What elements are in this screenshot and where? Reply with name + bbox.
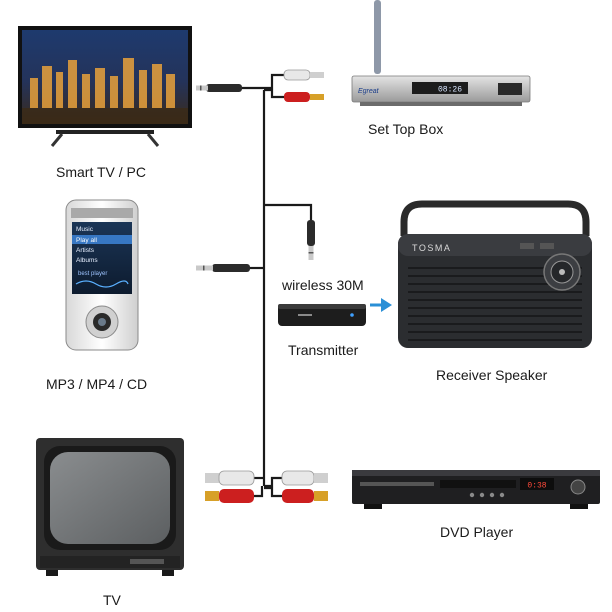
signal-arrow-icon: [370, 298, 392, 312]
phone-menu-item: Play all: [76, 237, 98, 244]
set-top-box-brand: Egreat: [358, 88, 380, 95]
cable-dvd-white: [264, 476, 282, 488]
speaker-brand: TOSMA: [412, 243, 451, 253]
dvd-display: 0:38: [527, 482, 546, 491]
transmitter-icon: [278, 304, 366, 326]
cable-transmitter: [264, 203, 313, 222]
range-annotation: wireless 30M: [282, 277, 364, 293]
rca-plugs-set-top-box: [283, 69, 324, 102]
receiver-speaker-icon: TOSMA: [398, 200, 592, 348]
dvd-player-label: DVD Player: [440, 524, 514, 540]
smart-tv-icon: [18, 26, 192, 147]
phone-status: best player: [78, 271, 107, 277]
phone-menu-item: Albums: [76, 257, 98, 264]
mp3-player-label: MP3 / MP4 / CD: [46, 376, 148, 392]
smart-tv-label: Smart TV / PC: [56, 164, 146, 180]
rca-plugs-tv: [205, 470, 255, 503]
transmitter-label: Transmitter: [288, 342, 359, 358]
cable-stb-red: [264, 88, 284, 99]
audio-jack-tv: [196, 84, 242, 92]
phone-menu-item: Music: [76, 226, 94, 233]
set-top-box-icon: Egreat 08:26: [351, 0, 531, 106]
receiver-speaker-label: Receiver Speaker: [436, 367, 548, 383]
cable-tv-red: [254, 486, 264, 498]
set-top-box-label: Set Top Box: [368, 121, 444, 137]
audio-jack-mp3: [196, 264, 250, 272]
dvd-player-icon: 0:38: [352, 470, 600, 509]
rca-plugs-dvd: [281, 470, 328, 503]
set-top-box-display: 08:26: [438, 86, 462, 95]
tv-label: TV: [103, 592, 121, 608]
mp3-player-icon: Music Play all Artists Albums best playe…: [65, 199, 139, 351]
audio-jack-transmitter: [307, 220, 315, 260]
phone-menu-item: Artists: [76, 247, 95, 254]
cable-stb-white: [264, 73, 284, 90]
cable-dvd-red: [264, 486, 282, 498]
crt-tv-icon: [36, 438, 184, 576]
